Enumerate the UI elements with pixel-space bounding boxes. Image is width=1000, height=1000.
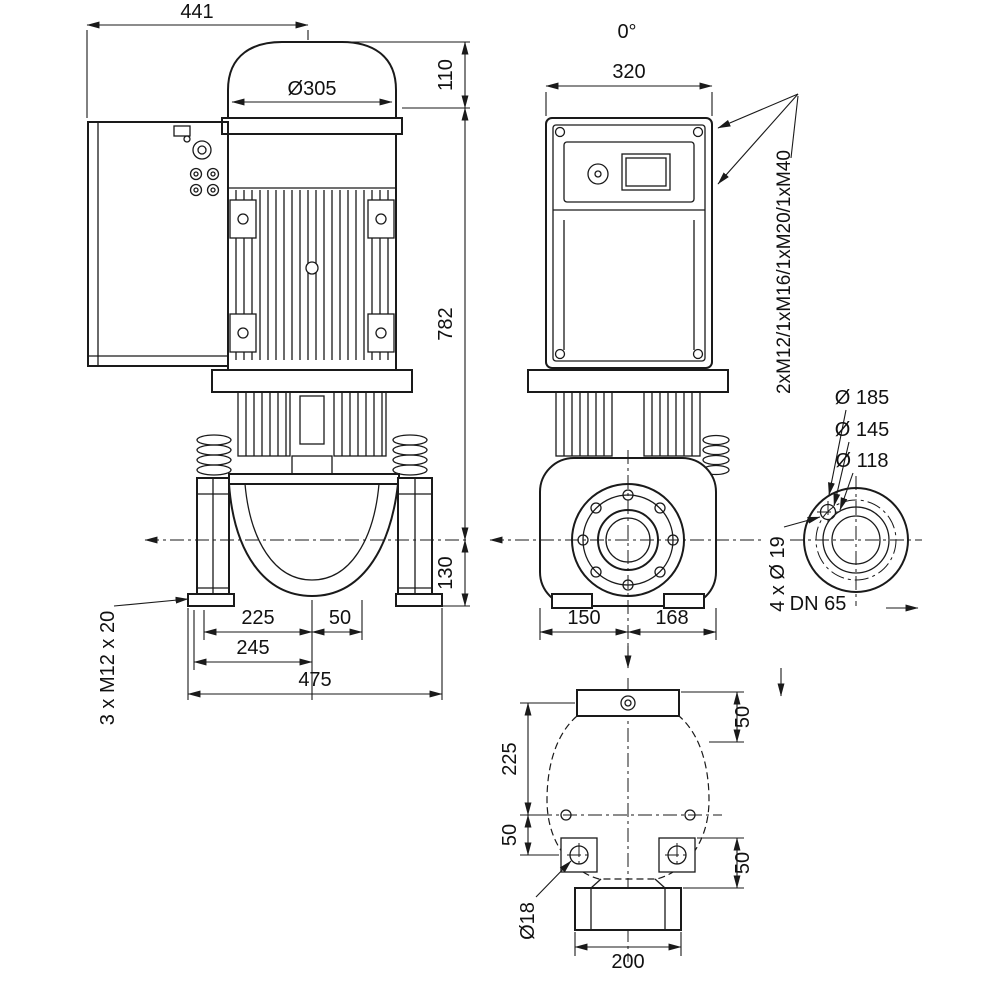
shaft-housing (299, 395, 325, 445)
dim-motor-diameter: Ø305 (231, 78, 393, 106)
dim-fan-height-label: 110 (435, 59, 457, 91)
dim-foot-width-outer-label: 245 (236, 637, 269, 659)
flange-outer-circle (803, 487, 909, 593)
foot-front-left (551, 593, 593, 609)
motor-brackets (229, 199, 395, 353)
dim-plan-right-bottom: 50 (683, 837, 754, 889)
motor-flange-plate-front (527, 369, 729, 393)
casing-hole-left (560, 809, 572, 821)
cable-gland-callout: 2xM12/1xM16/1xM20/1xM40 (717, 93, 799, 394)
cable-glands-label: 2xM12/1xM16/1xM20/1xM40 (774, 150, 795, 394)
foot-bolt-callout: 3 x M12 x 20 (97, 596, 189, 726)
seal-housing (291, 455, 333, 475)
cable-gland-holes (189, 167, 220, 197)
control-knob[interactable] (587, 163, 609, 185)
foot-pads-plan (560, 837, 696, 873)
electronics-module (87, 121, 229, 367)
raised-face-circle (822, 506, 890, 574)
dim-height-base: 130 (435, 539, 470, 607)
motor-flange-plate (211, 369, 413, 393)
dim-axis-to-foot-label: 50 (499, 824, 521, 846)
dim-port-to-axis-label: 225 (499, 742, 521, 775)
spring-right (392, 434, 428, 476)
dim-width-label: 320 (612, 61, 645, 83)
dim-raised-face-label: Ø 118 (836, 450, 889, 472)
lantern-front (555, 391, 701, 457)
dim-base-width-label: 200 (611, 951, 644, 973)
dim-fan-height: 110 (350, 41, 470, 109)
dim-plan-left: 225 50 (499, 702, 575, 856)
foot-bolt-label: 3 x M12 x 20 (97, 611, 119, 726)
side-view: Ø305 441 (86, 1, 470, 726)
bolt-circle (815, 499, 897, 581)
lantern (237, 391, 387, 475)
foot-pad-left (187, 593, 235, 607)
foot-hole-callout: Ø18 (517, 860, 572, 940)
foot-hole-diameter-label: Ø18 (517, 902, 539, 940)
flange-detail-view: Ø 185 Ø 145 Ø 118 4 x Ø 19 DN 65 (767, 387, 922, 697)
dim-overall-length-label: 475 (298, 669, 331, 691)
motor-body (227, 133, 397, 371)
foot-front-right (663, 593, 705, 609)
drive-housing (545, 117, 713, 369)
foot-pad-right (395, 593, 443, 607)
dim-height-total-label: 782 (435, 307, 457, 340)
dim-width: 320 (545, 61, 713, 116)
casing-hole-right (684, 809, 696, 821)
flange-bolt-holes-front (577, 489, 679, 591)
dim-height-base-label: 130 (435, 556, 457, 589)
plan-view: 50 225 50 50 Ø18 200 (499, 678, 754, 973)
dim-plan-right-top: 50 (681, 691, 754, 743)
nominal-diameter-label: DN 65 (790, 593, 847, 615)
port-flange-plan (576, 689, 680, 717)
dim-flange-to-port-label: 50 (732, 706, 754, 728)
dim-dist-left-label: 150 (567, 607, 600, 629)
dim-width-top: 441 (86, 1, 309, 118)
motor-fins (235, 190, 389, 360)
dim-motor-diameter-label: Ø305 (288, 78, 337, 100)
base-plate (574, 887, 682, 931)
dim-foot-to-base-label: 50 (732, 852, 754, 874)
dim-foot-width-inner-label: 225 (241, 607, 274, 629)
dim-dist-right-label: 168 (655, 607, 688, 629)
orientation-label: 0° (617, 21, 636, 43)
spring-left (196, 434, 232, 476)
front-view: 0° 320 2xM12/1xM16/1xM20 (489, 21, 799, 669)
control-panel (563, 141, 695, 203)
bolt-holes-label: 4 x Ø 19 (767, 536, 789, 612)
dim-height-total: 782 (435, 107, 469, 541)
bolt-holes-callout: 4 x Ø 19 (767, 516, 821, 612)
volute-hidden-outline (546, 715, 710, 880)
dim-front-bottom: 150 168 (539, 607, 717, 640)
gland-hole-large (192, 140, 212, 160)
dim-width-top-label: 441 (180, 1, 213, 23)
dim-base-width: 200 (574, 932, 682, 973)
dim-foot-offset-label: 50 (329, 607, 351, 629)
flange-dim-labels: Ø 185 Ø 145 Ø 118 (828, 387, 889, 511)
drain-hole (305, 261, 319, 275)
dim-foot-bottom: 225 50 245 475 (187, 600, 443, 700)
dim-bolt-circle-label: Ø 145 (835, 419, 889, 441)
dim-outer-diameter-label: Ø 185 (835, 387, 889, 409)
bore-circle (831, 515, 881, 565)
display (621, 153, 671, 191)
